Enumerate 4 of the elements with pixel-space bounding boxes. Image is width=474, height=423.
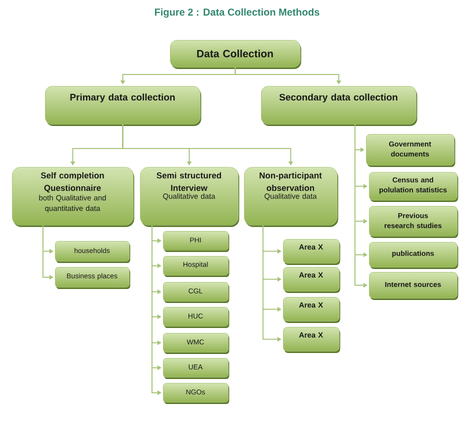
- process-box: Data Collection: [170, 40, 302, 69]
- process-box: Secondary data collection: [261, 86, 418, 126]
- process-box: Primary data collection: [45, 86, 202, 126]
- figure-title: Figure 2 : Data Collection Methods: [154, 8, 320, 18]
